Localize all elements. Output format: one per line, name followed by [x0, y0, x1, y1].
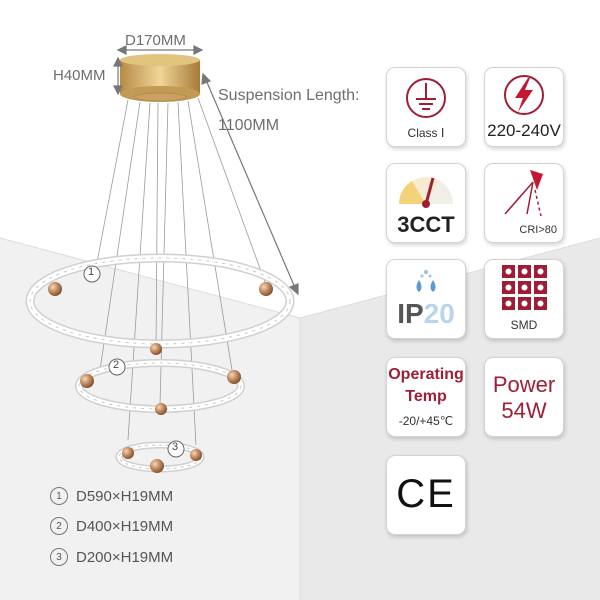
- cri-lamp-icon: [504, 170, 543, 217]
- suspension-length-label: Suspension Length:: [218, 87, 360, 104]
- color-temperature-dial-icon: [399, 177, 453, 208]
- ip-card: IP20: [386, 259, 466, 339]
- dimension-arrows: [113, 45, 299, 296]
- ce-mark-icon: CE: [396, 472, 456, 516]
- spec-number-badge: 1: [50, 487, 68, 505]
- ring-marker-1: 1: [88, 266, 95, 278]
- operating-range: -20/+45℃: [398, 414, 454, 428]
- cct-card: 3CCT: [386, 163, 466, 243]
- left-floor-plane: [0, 238, 300, 600]
- spec-text: D590×H19MM: [76, 487, 174, 505]
- ring-marker-2: 2: [113, 359, 120, 371]
- ring-spec-3: 3 D200×H19MM: [50, 548, 173, 566]
- cri-label: CRI>80: [519, 224, 557, 236]
- class-label: Class Ⅰ: [407, 126, 445, 140]
- spec-number-badge: 3: [50, 548, 68, 566]
- operating-line2: Temp: [405, 388, 447, 405]
- smd-card: SMD: [484, 259, 564, 339]
- canopy-height-label: H40MM: [53, 67, 106, 84]
- class-one-ground-icon: [406, 78, 446, 118]
- ceiling-canopy: [120, 54, 200, 102]
- cri-card: CRI>80: [484, 163, 564, 243]
- ring-markers: [83, 265, 185, 458]
- gold-fittings: [48, 282, 273, 473]
- operating-temp-card: Operating Temp -20/+45℃: [386, 357, 466, 437]
- ip-text: IP: [397, 298, 424, 329]
- spec-text: D200×H19MM: [76, 548, 174, 566]
- operating-line1: Operating: [388, 366, 464, 383]
- ring-spec-1: 1 D590×H19MM: [50, 487, 173, 505]
- ce-card: CE: [386, 455, 466, 535]
- spec-number-badge: 2: [50, 517, 68, 535]
- large-ring: [25, 253, 295, 349]
- ring-marker-3: 3: [172, 441, 179, 453]
- suspension-wires: [93, 97, 267, 446]
- canopy-diameter-label: D170MM: [125, 32, 186, 49]
- spec-text: D400×H19MM: [76, 517, 174, 535]
- water-drops-icon: [416, 269, 436, 292]
- smd-led-grid-icon: [502, 265, 547, 310]
- power-card: Power 54W: [484, 357, 564, 437]
- smd-label: SMD: [510, 318, 538, 332]
- ring-spec-2: 2 D400×H19MM: [50, 517, 173, 535]
- lightning-icon: [504, 75, 544, 115]
- power-line1: Power: [492, 372, 556, 397]
- ip-number: 20: [423, 298, 455, 329]
- voltage-card: 220-240V: [484, 67, 564, 147]
- power-line2: 54W: [501, 398, 547, 423]
- cct-label: 3CCT: [397, 212, 455, 237]
- voltage-label: 220-240V: [487, 121, 561, 140]
- ip-label: IP20: [387, 298, 465, 330]
- class-card: Class Ⅰ: [386, 67, 466, 147]
- suspension-length-value: 1100MM: [218, 117, 280, 134]
